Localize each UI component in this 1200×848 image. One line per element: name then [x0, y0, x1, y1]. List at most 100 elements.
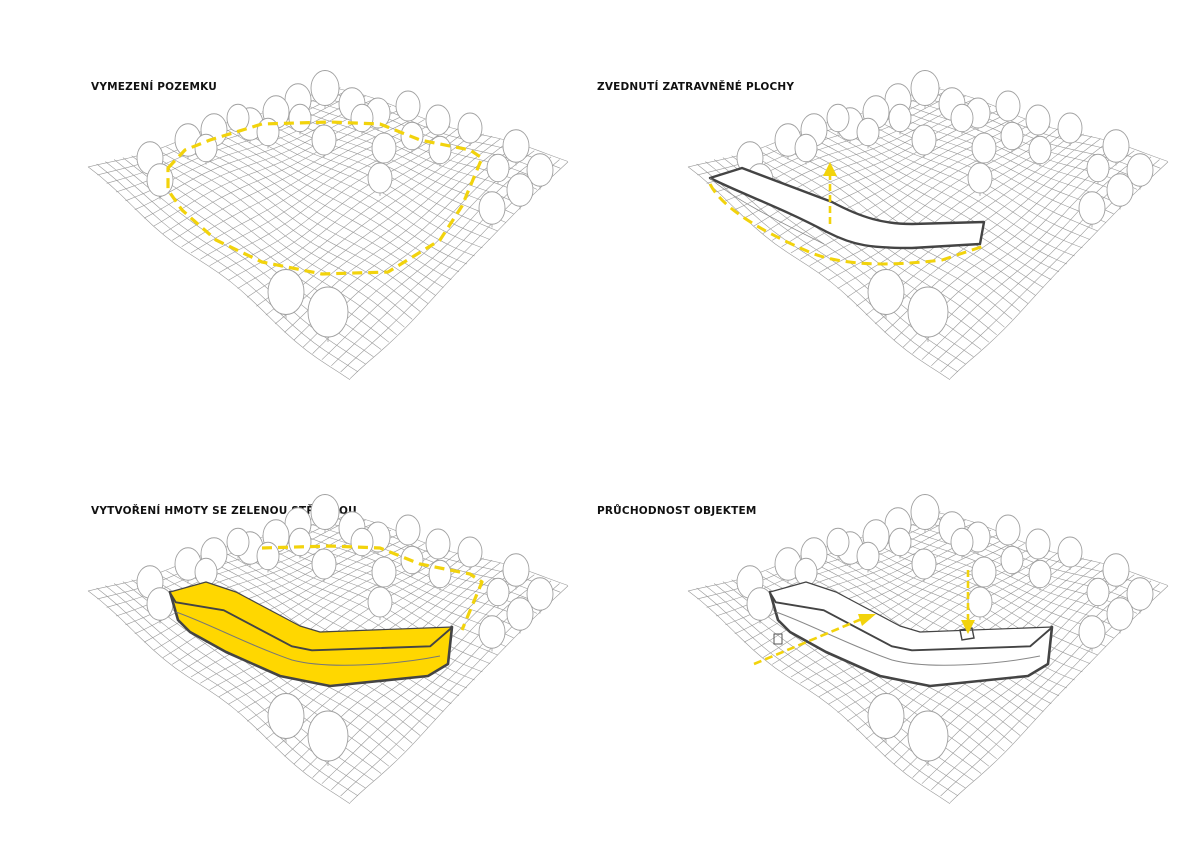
site-diagram-boundary: [87, 70, 569, 380]
grid-line: [921, 577, 1143, 784]
grid-line: [143, 102, 383, 219]
tree-icon: [950, 527, 974, 557]
tree-icon: [307, 710, 349, 762]
panel-vymezeni: VYMEZENÍ POZEMKU: [0, 0, 600, 424]
tree-icon: [311, 124, 337, 156]
lift-layer: [708, 162, 986, 266]
grid-line: [818, 126, 1051, 273]
tree-icon: [826, 103, 850, 133]
grid-line: [818, 125, 1067, 265]
tree-icon: [502, 553, 530, 587]
grid-line: [140, 153, 397, 336]
tree-icon: [367, 162, 393, 194]
tree-icon: [506, 597, 534, 631]
tree-icon: [478, 615, 506, 649]
tree-icon: [867, 693, 905, 739]
passage-arrow: [753, 616, 865, 666]
tree-icon: [1000, 121, 1024, 151]
tree-icon: [428, 559, 452, 589]
tree-icon: [288, 527, 312, 557]
lawn-edge: [709, 177, 825, 245]
green-roof: [769, 581, 1053, 651]
tree-icon: [856, 117, 880, 147]
door-opening: [773, 633, 783, 645]
tree-icon: [910, 70, 940, 106]
arrow-right-icon: [858, 614, 876, 626]
tree-icon: [502, 129, 530, 163]
tree-icon: [311, 548, 337, 580]
site-boundary: [166, 120, 484, 276]
grid-line: [879, 530, 1122, 630]
tree-icon: [1126, 577, 1154, 611]
grid-line: [209, 124, 442, 266]
tree-icon: [350, 527, 374, 557]
grid-line: [87, 590, 351, 804]
tree-icon: [478, 191, 506, 225]
grid-line: [828, 551, 1059, 705]
tree-icon: [350, 103, 374, 133]
grid-line: [949, 585, 1169, 803]
grid-line: [809, 129, 1060, 273]
grid-line: [921, 153, 1143, 360]
panel-title: VYMEZENÍ POZEMKU: [91, 81, 218, 93]
grid-line: [827, 122, 1075, 257]
tree-icon: [910, 494, 940, 530]
panel-hmota: VYTVOŘENÍ HMOTY SE ZELENOU STŘECHOU: [0, 424, 600, 848]
mass-crease: [775, 611, 1041, 666]
scene-root: [87, 70, 569, 380]
grid-line: [792, 136, 1044, 288]
grid-line: [87, 166, 351, 380]
scene-root: [87, 494, 569, 804]
tree-icon: [1086, 153, 1110, 183]
tree-icon: [1106, 173, 1134, 207]
tree-icon: [888, 103, 912, 133]
tree-icon: [794, 133, 818, 163]
grid-line: [734, 522, 975, 634]
grid-line: [809, 124, 1042, 266]
tree-icon: [907, 710, 949, 762]
tree-icon: [425, 104, 451, 136]
tree-icon: [911, 124, 937, 156]
grid-line: [349, 161, 569, 379]
tree-icon: [526, 153, 554, 187]
tree-icon: [1028, 135, 1052, 165]
tree-icon: [395, 514, 421, 546]
tree-icon: [457, 112, 483, 144]
tree-group: [136, 494, 554, 766]
grid-line: [153, 105, 392, 227]
tree-icon: [1102, 553, 1130, 587]
grid-line: [321, 153, 543, 360]
tree-icon: [457, 536, 483, 568]
tree-icon: [971, 556, 997, 588]
tree-icon: [967, 162, 993, 194]
lifted-lawn: [708, 166, 986, 250]
tree-icon: [310, 494, 340, 530]
grid-line: [228, 127, 459, 281]
tree-icon: [1025, 104, 1051, 136]
grid-line: [801, 556, 1052, 704]
green-roof: [169, 581, 453, 651]
grid-line: [270, 532, 514, 639]
tree-icon: [526, 577, 554, 611]
grid-line: [201, 132, 452, 280]
tree-icon: [971, 132, 997, 164]
grid-line: [818, 550, 1051, 697]
tree-group: [736, 70, 1154, 342]
tree-icon: [1078, 615, 1106, 649]
grid-line: [265, 135, 493, 316]
grid-line: [687, 590, 951, 804]
grid-line: [244, 116, 491, 240]
tree-icon: [1086, 577, 1110, 607]
scene-root: [687, 494, 1169, 804]
tree-icon: [856, 541, 880, 571]
tree-group: [136, 70, 554, 342]
site-diagram-lift: [687, 70, 1169, 380]
tree-icon: [267, 693, 305, 739]
grid-line: [321, 577, 543, 784]
panel-zvednuti: ZVEDNUTÍ ZATRAVNĚNÉ PLOCHY: [597, 0, 1200, 424]
grid-line: [192, 136, 444, 288]
grid-line: [274, 138, 501, 325]
tree-icon: [1106, 597, 1134, 631]
tree-icon: [288, 103, 312, 133]
tree-icon: [506, 173, 534, 207]
